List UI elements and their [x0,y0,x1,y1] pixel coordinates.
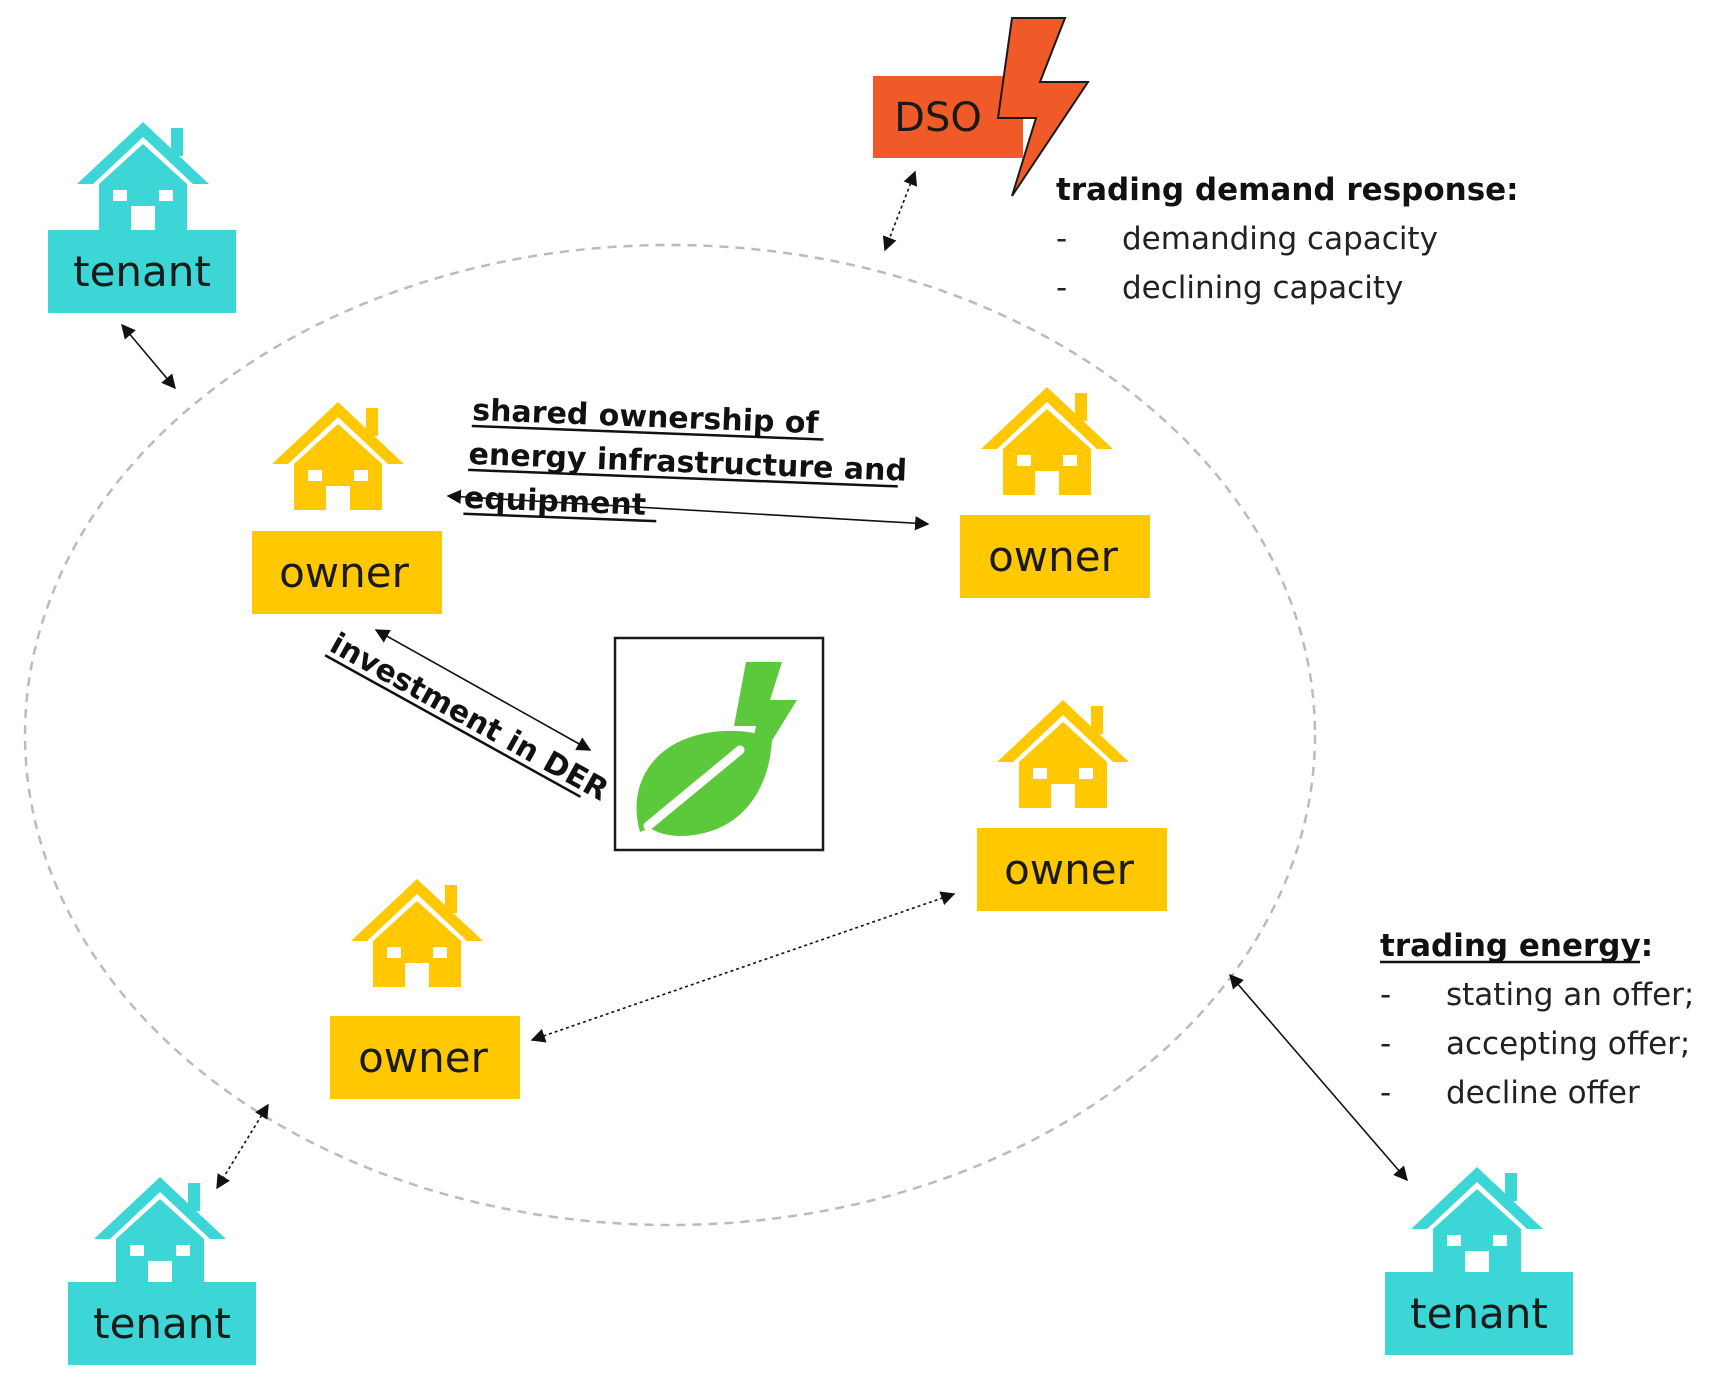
demand-response-item: demanding capacity [1122,221,1438,257]
tenant-box [48,230,236,313]
demand-response-heading: trading demand response: [1056,172,1519,208]
owner-label: owner [1004,845,1135,894]
owner-box [252,531,442,614]
demand-response-dash: - [1056,221,1067,257]
green-leaf-lightning-icon [636,662,797,836]
house-icon [1411,1167,1543,1275]
owner-label: owner [358,1033,489,1082]
owner-upper-right: owner [960,387,1150,598]
demand-response-item: declining capacity [1122,270,1403,306]
arrow-owner-der [374,629,592,751]
tenant-label: tenant [73,247,211,296]
tenant-label: tenant [1410,1289,1548,1338]
tenant-top-left: tenant [48,122,236,313]
trading-energy-note: trading energy: - stating an offer; - ac… [1380,928,1694,1111]
owner-box [960,515,1150,598]
demand-response-note: trading demand response: - demanding cap… [1056,172,1519,306]
trading-energy-item: decline offer [1446,1075,1640,1111]
trading-energy-dash: - [1380,1075,1391,1111]
house-icon [94,1177,226,1285]
arrow-tenant-bottom-left-community [216,1103,269,1190]
trading-energy-item: accepting offer; [1446,1026,1690,1062]
trading-energy-item: stating an offer; [1446,977,1694,1013]
arrow-dso-community [882,170,918,252]
trading-energy-heading: trading energy: [1380,928,1653,964]
house-icon [272,402,404,510]
owner-upper-left: owner [252,402,442,614]
arrow-owner-owner-lower [530,891,956,1043]
tenant-label: tenant [93,1299,231,1348]
shared-ownership-line-1: shared ownership of [472,393,820,441]
owner-lower-left: owner [330,879,520,1099]
tenant-box [68,1282,256,1365]
tenant-bottom-left: tenant [68,1177,256,1365]
owner-middle-right: owner [977,700,1167,911]
shared-ownership-line-2: energy infrastructure and [468,437,908,489]
house-icon [351,879,483,987]
community-boundary [23,243,1317,1227]
house-icon [997,700,1129,808]
owner-box [330,1016,520,1099]
dso-node: DSO [873,17,1090,197]
arrow-tenant-top-left-community [121,323,176,390]
dso-label: DSO [894,95,982,141]
house-icon [981,387,1113,495]
demand-response-dash: - [1056,270,1067,306]
trading-energy-dash: - [1380,977,1391,1013]
house-icon [77,122,209,230]
investment-text: investment in DER [324,626,614,808]
arrow-owner-owner-upper [446,489,930,531]
tenant-box [1385,1272,1573,1355]
arrow-tenant-bottom-right-community [1229,973,1408,1182]
investment-label: investment in DER [324,626,614,808]
owner-box [977,828,1167,911]
shared-ownership-label: shared ownership of energy infrastructur… [463,393,908,523]
der-node [613,636,825,852]
tenant-bottom-right: tenant [1385,1167,1573,1355]
lightning-bolt-icon [996,17,1090,197]
owner-label: owner [988,532,1119,581]
trading-energy-dash: - [1380,1026,1391,1062]
owner-label: owner [279,548,410,597]
